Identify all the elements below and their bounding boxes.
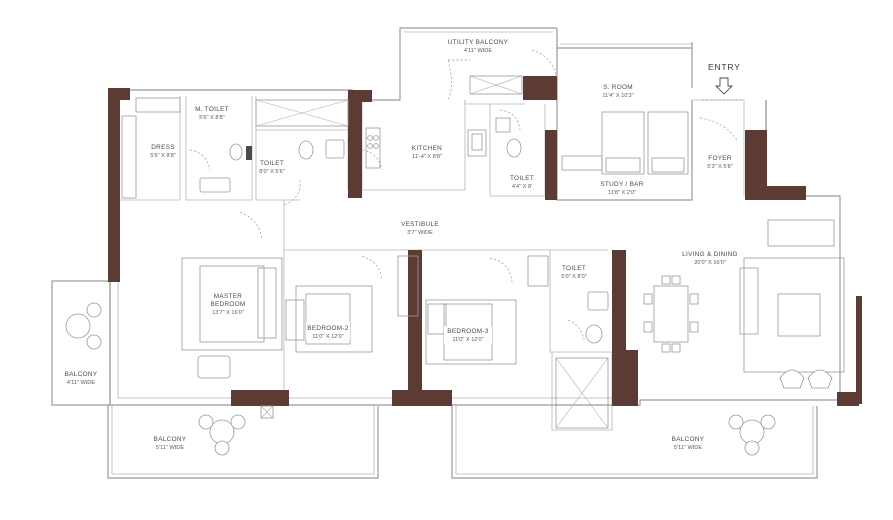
svg-text:BEDROOM: BEDROOM (210, 301, 245, 308)
svg-text:M. TOILET: M. TOILET (195, 106, 229, 113)
room-bedroom-2: BEDROOM-2 11'0" X 12'0" (306, 322, 350, 340)
svg-text:4'11" WIDE: 4'11" WIDE (67, 380, 95, 386)
svg-text:3'7" WIDE: 3'7" WIDE (407, 230, 433, 236)
svg-text:UTILITY BALCONY: UTILITY BALCONY (448, 39, 509, 46)
svg-text:11'0" X 12'0": 11'0" X 12'0" (312, 334, 343, 340)
door-swings (189, 49, 744, 341)
balcony-right-outline (451, 406, 818, 479)
svg-text:20'0" X 16'0": 20'0" X 16'0" (694, 260, 726, 266)
svg-text:TOILET: TOILET (562, 265, 586, 272)
svg-text:BEDROOM-3: BEDROOM-3 (447, 328, 489, 335)
structural-walls (108, 76, 862, 406)
svg-text:VESTIBULE: VESTIBULE (401, 221, 439, 228)
svg-text:8'0" X 5'6": 8'0" X 5'6" (259, 169, 284, 175)
room-balcony-mid: BALCONY 5'11" WIDE (154, 436, 187, 451)
svg-text:5'6" X 8'8": 5'6" X 8'8" (150, 153, 175, 159)
room-foyer: FOYER 5'3" X 5'8" (707, 155, 732, 170)
svg-text:DRESS: DRESS (151, 144, 175, 151)
svg-text:4'11" WIDE: 4'11" WIDE (464, 48, 492, 54)
lift-shaft (555, 357, 609, 429)
room-toilet-3: TOILET 5'0" X 8'0" (561, 265, 586, 280)
room-s-room: S. ROOM 11'4" X 10'3" (602, 84, 633, 99)
svg-text:11'8" X 2'0": 11'8" X 2'0" (608, 190, 636, 196)
room-bedroom-3: BEDROOM-3 11'0" X 12'0" (444, 326, 492, 344)
svg-text:5'6" X 8'8": 5'6" X 8'8" (199, 115, 224, 121)
room-dress: DRESS 5'6" X 8'8" (150, 144, 175, 159)
svg-text:BALCONY: BALCONY (65, 371, 98, 378)
svg-text:11'4" X 10'3": 11'4" X 10'3" (602, 93, 633, 99)
svg-text:BEDROOM-2: BEDROOM-2 (307, 325, 349, 332)
svg-text:FOYER: FOYER (708, 155, 732, 162)
svg-text:LIVING & DINING: LIVING & DINING (682, 251, 738, 258)
svg-text:STUDY / BAR: STUDY / BAR (600, 181, 643, 188)
svg-text:5'11" WIDE: 5'11" WIDE (674, 445, 702, 451)
room-living-dining: LIVING & DINING 20'0" X 16'0" (682, 251, 738, 266)
room-kitchen: KITCHEN 11'-4" X 8'8" (412, 145, 442, 160)
utility-shaft (469, 75, 523, 95)
balcony-mid-outline (107, 405, 379, 479)
svg-text:13'7" X 16'0": 13'7" X 16'0" (212, 310, 244, 316)
room-study-bar: STUDY / BAR 11'8" X 2'0" (600, 181, 643, 196)
svg-text:11'-4" X 8'8": 11'-4" X 8'8" (412, 154, 442, 160)
svg-text:MASTER: MASTER (214, 293, 243, 300)
svg-text:BALCONY: BALCONY (154, 436, 187, 443)
room-labels: UTILITY BALCONY 4'11" WIDE S. ROOM 11'4"… (65, 39, 738, 451)
room-balcony-left: BALCONY 4'11" WIDE (65, 371, 98, 386)
svg-text:5'3" X 5'8": 5'3" X 5'8" (707, 164, 732, 170)
svg-text:4'4" X 8': 4'4" X 8' (512, 184, 532, 190)
svg-text:5'11" WIDE: 5'11" WIDE (156, 445, 184, 451)
room-toilet-2: TOILET 4'4" X 8' (510, 175, 534, 190)
svg-text:BALCONY: BALCONY (672, 436, 705, 443)
svg-text:TOILET: TOILET (260, 160, 284, 167)
room-utility-balcony: UTILITY BALCONY 4'11" WIDE (448, 39, 509, 54)
entry-marker: ENTRY (708, 62, 741, 95)
room-toilet-1: TOILET 8'0" X 5'6" (259, 160, 284, 175)
shaft-box (255, 99, 349, 127)
entry-arrow-icon (714, 77, 734, 95)
svg-text:5'0" X 8'0": 5'0" X 8'0" (561, 274, 586, 280)
svg-text:11'0" X 12'0": 11'0" X 12'0" (452, 337, 483, 343)
room-vestibule: VESTIBULE 3'7" WIDE (401, 221, 439, 236)
entry-label: ENTRY (708, 62, 741, 72)
svg-text:S. ROOM: S. ROOM (603, 84, 633, 91)
room-m-toilet: M. TOILET 5'6" X 8'8" (195, 106, 229, 121)
room-balcony-right: BALCONY 5'11" WIDE (672, 436, 705, 451)
svg-text:KITCHEN: KITCHEN (412, 145, 442, 152)
svg-text:TOILET: TOILET (510, 175, 534, 182)
room-master-bedroom: MASTER BEDROOM 13'7" X 16'0" (204, 290, 252, 320)
